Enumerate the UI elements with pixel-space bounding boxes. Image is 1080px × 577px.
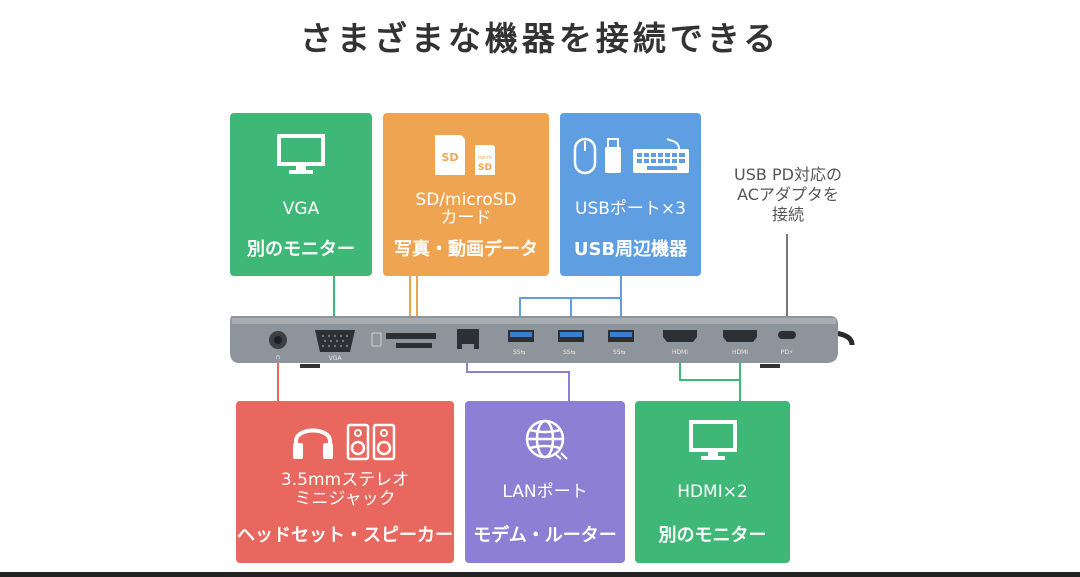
svg-text:SS⇆: SS⇆ bbox=[613, 349, 626, 356]
hdmi-description: 別のモニター bbox=[658, 525, 767, 546]
svg-text:SS⇆: SS⇆ bbox=[513, 349, 526, 356]
lan-port bbox=[457, 329, 479, 349]
vga-label: VGA bbox=[282, 199, 320, 219]
page-title: さまざまな機器を接続できる bbox=[299, 19, 781, 58]
usb-label: USBポート×3 bbox=[575, 199, 686, 219]
vga-info-box: VGA 別のモニター bbox=[230, 113, 372, 276]
keyboard-icon bbox=[632, 149, 689, 173]
hdmi-label: HDMI×2 bbox=[677, 482, 748, 502]
speaker-icon bbox=[346, 423, 396, 461]
bottom-rule bbox=[0, 572, 1080, 577]
pd-note-line-3: 接続 bbox=[771, 205, 804, 224]
svg-text:SS⇆: SS⇆ bbox=[563, 349, 576, 356]
audio-label-1: 3.5mmステレオ bbox=[280, 470, 410, 490]
vga-port: VGA bbox=[315, 330, 355, 362]
mouse-icon bbox=[573, 137, 596, 175]
sd-slots bbox=[371, 332, 436, 348]
lan-label: LANポート bbox=[502, 482, 588, 502]
sd-card-icon: SD micro SD bbox=[383, 133, 549, 181]
hdmi-ports: HDMI HDMI bbox=[663, 330, 757, 356]
svg-text:HDMI: HDMI bbox=[672, 349, 688, 356]
globe-icon bbox=[465, 415, 625, 467]
audio-label-2: ミニジャック bbox=[294, 489, 396, 509]
audio-info-box: 3.5mmステレオ ミニジャック ヘッドセット・スピーカー bbox=[236, 401, 454, 563]
pd-note-line-2: ACアダプタを bbox=[737, 185, 839, 204]
svg-text:HDMI: HDMI bbox=[732, 349, 748, 356]
usb-description: USB周辺機器 bbox=[573, 239, 688, 260]
monitor-icon bbox=[635, 419, 790, 467]
usb-c-pd-port: PD⚡ bbox=[778, 331, 796, 356]
svg-text:PD⚡: PD⚡ bbox=[781, 349, 793, 356]
usb-stick-icon bbox=[604, 138, 621, 173]
vga-port-label: VGA bbox=[329, 355, 343, 362]
usb-ports: SS⇆ SS⇆ SS⇆ bbox=[508, 330, 634, 356]
lan-info-box: LANポート モデム・ルーター bbox=[465, 401, 625, 563]
sd-description: 写真・動画データ bbox=[394, 239, 538, 260]
micro-sd-card-text-micro: micro bbox=[478, 155, 492, 161]
headphones-icon bbox=[293, 428, 333, 459]
usb-info-box: USBポート×3 USB周辺機器 bbox=[560, 113, 701, 276]
vga-description: 別のモニター bbox=[247, 239, 355, 260]
svg-text:∩: ∩ bbox=[275, 353, 280, 361]
monitor-icon bbox=[230, 133, 372, 181]
audio-jack: ∩ bbox=[269, 331, 287, 361]
audio-description: ヘッドセット・スピーカー bbox=[237, 525, 453, 546]
pd-note-line-1: USB PD対応の bbox=[734, 165, 842, 184]
sd-card-text: SD bbox=[441, 151, 458, 164]
hdmi-info-box: HDMI×2 別のモニター bbox=[635, 401, 790, 563]
micro-sd-card-text-sd: SD bbox=[478, 163, 492, 173]
lan-description: モデム・ルーター bbox=[473, 525, 617, 546]
sd-info-box: SD micro SD SD/microSD カード 写真・動画データ bbox=[383, 113, 549, 276]
sd-label-1: SD/microSD bbox=[415, 190, 517, 210]
sd-label-2: カード bbox=[440, 208, 492, 228]
pd-note: USB PD対応の ACアダプタを 接続 bbox=[708, 165, 868, 225]
